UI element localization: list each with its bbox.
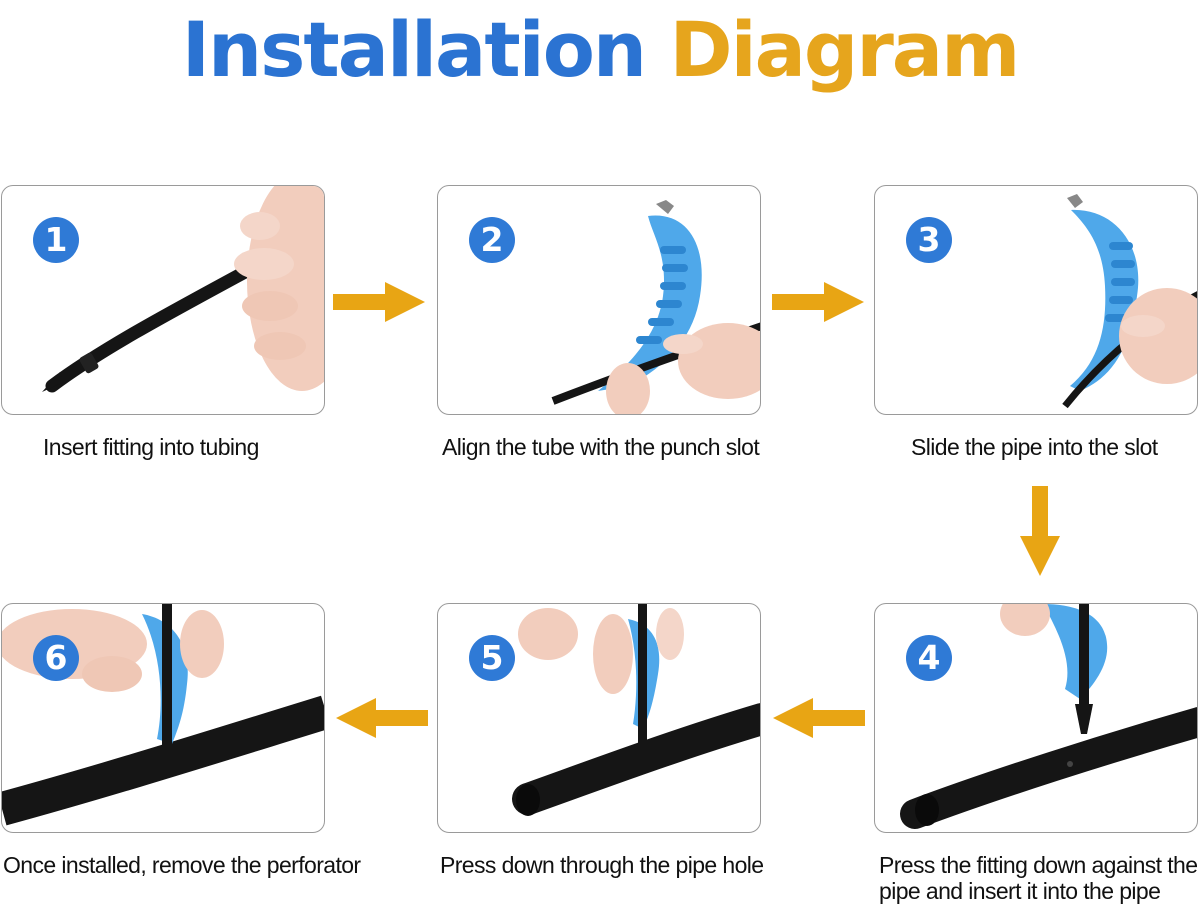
step-1-illustration xyxy=(42,186,324,393)
step-3-badge: 3 xyxy=(906,217,952,263)
step-6-caption: Once installed, remove the perforator xyxy=(3,852,361,878)
step-5-illustration xyxy=(512,604,760,816)
step-4-badge: 4 xyxy=(906,635,952,681)
step-1-badge: 1 xyxy=(33,217,79,263)
arrow-right-icon xyxy=(772,282,864,322)
step-4-panel: 4 xyxy=(874,603,1198,833)
step-6-panel: 6 xyxy=(1,603,325,833)
step-3-illustration xyxy=(1062,194,1197,409)
page-title: Installation Diagram xyxy=(0,0,1200,110)
step-1-panel: 1 xyxy=(1,185,325,415)
title-part-installation: Installation xyxy=(181,5,647,94)
step-4-caption-line-1: Press the fitting down against the xyxy=(879,852,1198,878)
arrow-down-icon xyxy=(1020,486,1060,576)
step-3-caption: Slide the pipe into the slot xyxy=(911,434,1158,460)
step-2-badge: 2 xyxy=(469,217,515,263)
step-6-badge: 6 xyxy=(33,635,79,681)
step-1-caption: Insert fitting into tubing xyxy=(43,434,259,460)
arrow-left-icon xyxy=(336,698,428,738)
step-2-panel: 2 xyxy=(437,185,761,415)
arrow-left-icon xyxy=(773,698,865,738)
step-5-panel: 5 xyxy=(437,603,761,833)
step-5-badge: 5 xyxy=(469,635,515,681)
step-4-caption-line-2: pipe and insert it into the pipe xyxy=(879,878,1161,904)
step-2-caption: Align the tube with the punch slot xyxy=(442,434,760,460)
arrow-right-icon xyxy=(333,282,425,322)
step-5-caption: Press down through the pipe hole xyxy=(440,852,764,878)
title-part-diagram: Diagram xyxy=(669,5,1021,94)
step-4-illustration xyxy=(900,604,1197,829)
step-2-illustration xyxy=(551,200,760,414)
step-3-panel: 3 xyxy=(874,185,1198,415)
